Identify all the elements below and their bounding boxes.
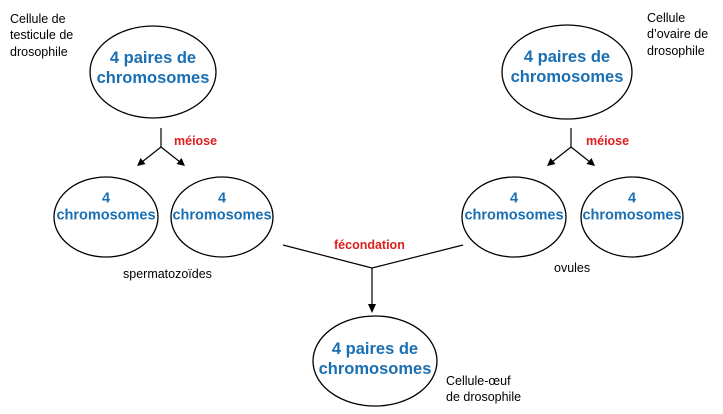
ovary-cell-ellipse xyxy=(501,24,633,120)
ovary-cell-line-2: chromosomes xyxy=(510,68,624,86)
sperm-left-line-1: 4 xyxy=(101,190,111,207)
sperm-left-label: 4 chromosomes xyxy=(56,191,155,226)
ovary-caption-line-2: d’ovaire de xyxy=(647,27,709,42)
fertilization-merge xyxy=(282,244,464,313)
egg-cell-ellipse xyxy=(312,315,438,407)
ovary-caption: Cellule d’ovaire de drosophile xyxy=(647,10,708,59)
ovary-caption-line-3: drosophile xyxy=(647,43,705,58)
egg-caption-line-1: Cellule-œuf xyxy=(446,374,511,388)
testis-caption-line-3: drosophile xyxy=(10,44,68,59)
egg-cell-label: 4 paires de chromosomes xyxy=(319,340,432,380)
ovule-left-ellipse xyxy=(461,176,567,258)
sperm-right-ellipse xyxy=(170,176,274,258)
meiosis-left-split xyxy=(137,128,185,166)
spermatozoa-caption: spermatozoïdes xyxy=(123,267,212,281)
fertilization-label: fécondation xyxy=(334,238,405,252)
ovule-right-label: 4 chromosomes xyxy=(582,191,681,226)
sperm-left-line-2: chromosomes xyxy=(56,208,156,224)
ovule-right-ellipse xyxy=(580,176,684,258)
testis-cell-label: 4 paires de chromosomes xyxy=(97,49,210,89)
meiosis-right-split xyxy=(547,128,595,166)
egg-caption-line-2: de drosophile xyxy=(446,390,522,405)
meiosis-left-label: méiose xyxy=(174,134,218,148)
testis-caption-line-2: testicule de xyxy=(10,28,74,43)
testis-cell-line-2: chromosomes xyxy=(96,69,210,87)
egg-cell-line-2: chromosomes xyxy=(318,360,432,378)
ovary-cell-label: 4 paires de chromosomes xyxy=(511,48,624,88)
sperm-right-line-1: 4 xyxy=(217,190,227,207)
ovule-right-line-2: chromosomes xyxy=(582,208,682,224)
ovule-left-line-2: chromosomes xyxy=(464,208,564,224)
sperm-right-line-2: chromosomes xyxy=(172,208,272,224)
ovule-left-line-1: 4 xyxy=(509,190,519,207)
testis-cell-line-1: 4 paires de xyxy=(109,49,197,68)
egg-cell-line-1: 4 paires de xyxy=(331,340,419,359)
ovule-left-label: 4 chromosomes xyxy=(464,191,563,226)
sperm-left-ellipse xyxy=(53,176,159,258)
ovule-right-line-1: 4 xyxy=(627,190,637,207)
testis-cell-ellipse xyxy=(89,25,217,119)
ovary-caption-line-1: Cellule xyxy=(647,11,686,25)
testis-caption: Cellule de testicule de drosophile xyxy=(10,11,73,60)
meiosis-right-label: méiose xyxy=(586,134,630,148)
testis-caption-line-1: Cellule de xyxy=(10,12,66,26)
ovary-cell-line-1: 4 paires de xyxy=(523,48,611,67)
egg-caption: Cellule-œuf de drosophile xyxy=(446,373,521,406)
sperm-right-label: 4 chromosomes xyxy=(172,191,271,226)
ovules-caption: ovules xyxy=(554,261,591,275)
